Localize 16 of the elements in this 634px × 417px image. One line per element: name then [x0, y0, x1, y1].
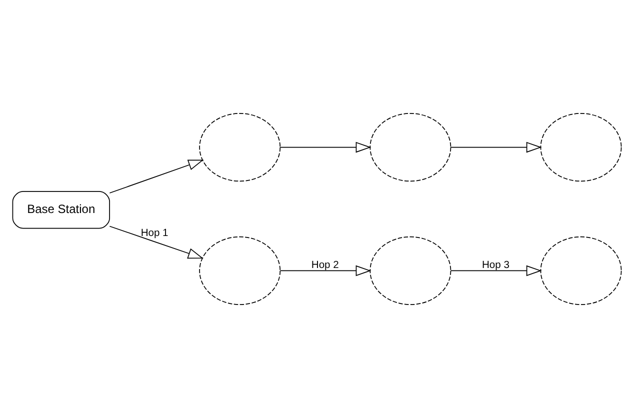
arrow [280, 264, 372, 276]
edge-label: Hop 2 [311, 259, 339, 270]
arrow [450, 141, 542, 152]
arrow [450, 264, 542, 276]
node-cloud [370, 112, 452, 182]
node-cloud [199, 112, 281, 182]
arrow [109, 225, 204, 258]
node-box: Base Station [12, 190, 110, 228]
arrow [280, 141, 372, 152]
arrow [109, 159, 204, 193]
node-cloud [540, 236, 622, 304]
node-cloud [199, 236, 281, 304]
node-cloud [540, 112, 622, 182]
node-cloud [370, 236, 452, 304]
edge-label: Hop 1 [140, 228, 168, 239]
edge-label: Hop 3 [482, 259, 510, 270]
